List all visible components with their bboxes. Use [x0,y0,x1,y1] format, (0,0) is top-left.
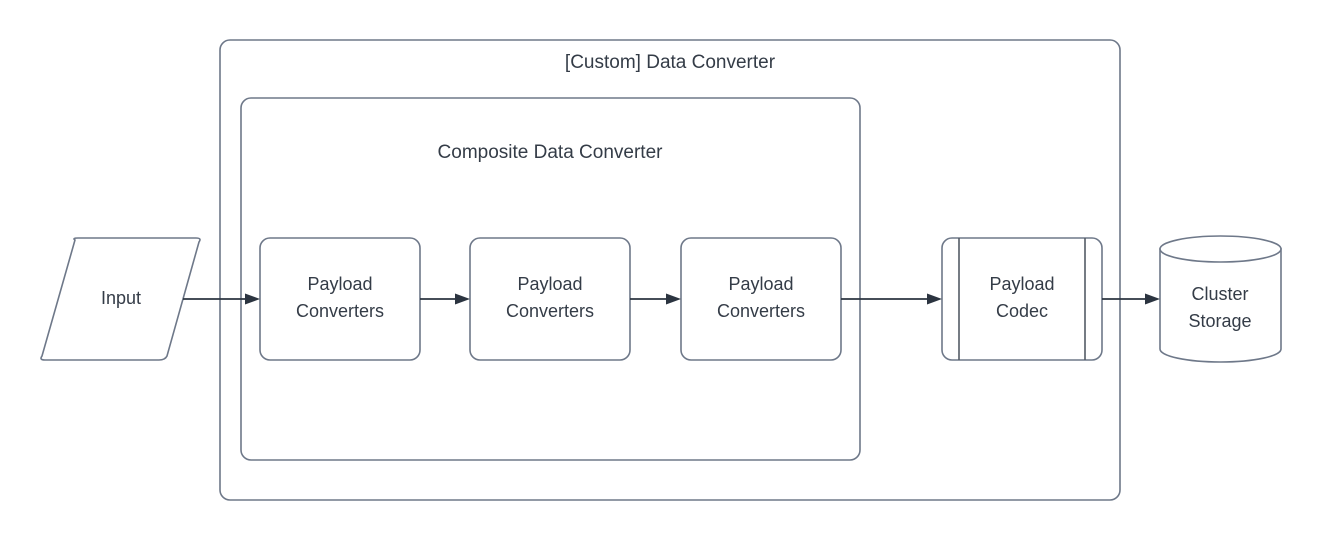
node-payload-codec-label-line2: Codec [996,301,1048,321]
node-payload-codec[interactable]: Payload Codec [941,237,1103,361]
container-custom-data-converter-label: [Custom] Data Converter [565,52,776,73]
node-payload-converters-2-shape [469,237,631,361]
node-payload-converters-2-label-line2: Converters [506,301,594,321]
node-input-shape [40,237,201,361]
node-cluster-storage-body [1159,248,1282,363]
node-input-label: Input [101,288,141,308]
node-payload-converters-3-shape [680,237,842,361]
node-payload-converters-1-label-line2: Converters [296,301,384,321]
node-payload-converters-3[interactable]: Payload Converters [680,237,842,361]
node-cluster-storage-label-line2: Storage [1188,311,1251,331]
node-payload-codec-shape [941,237,1103,361]
node-payload-codec-label-line1: Payload [989,274,1054,294]
edge-payload-converters-3-to-payload-codec [841,293,942,305]
node-payload-converters-1-label-line1: Payload [307,274,372,294]
node-input[interactable]: Input [40,237,201,361]
node-payload-converters-3-label-line2: Converters [717,301,805,321]
node-payload-converters-1-shape [259,237,421,361]
edge-input-to-payload-converters-1-arrowhead [245,293,260,305]
node-payload-converters-2[interactable]: Payload Converters [469,237,631,361]
node-payload-converters-3-label-line1: Payload [728,274,793,294]
edge-payload-codec-to-cluster-storage [1102,293,1160,305]
container-composite-data-converter-label: Composite Data Converter [438,142,664,163]
edge-payload-converters-3-to-payload-codec-arrowhead [927,293,942,305]
node-payload-converters-2-label-line1: Payload [517,274,582,294]
node-cluster-storage[interactable]: Cluster Storage [1159,235,1282,363]
edge-payload-converters-2-to-3-arrowhead [666,293,681,305]
edge-payload-codec-to-cluster-storage-arrowhead [1145,293,1160,305]
edge-input-to-payload-converters-1 [183,293,260,305]
node-cluster-storage-label-line1: Cluster [1191,284,1248,304]
edge-payload-converters-1-to-2 [420,293,470,305]
edge-payload-converters-1-to-2-arrowhead [455,293,470,305]
node-cluster-storage-top [1159,235,1282,263]
edge-payload-converters-2-to-3 [630,293,681,305]
node-payload-converters-1[interactable]: Payload Converters [259,237,421,361]
